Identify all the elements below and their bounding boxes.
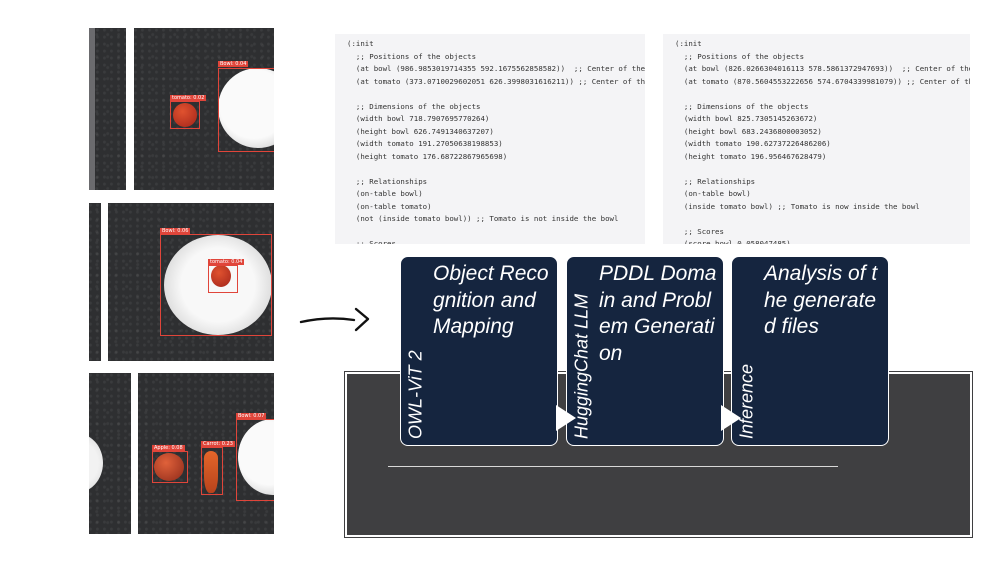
code-line: (width bowl 825.7305145263672)	[675, 114, 818, 123]
stage-inference: Inference Analysis of the generated file…	[731, 256, 889, 446]
bbox-apple	[152, 451, 188, 483]
bbox-label: Carrot: 0.23	[201, 441, 235, 447]
bbox-bowl	[236, 419, 274, 501]
code-line: (score bowl 0.058047485)	[675, 239, 791, 244]
code-line: (height bowl 626.7491340637207)	[347, 126, 494, 136]
code-line: (height tomato 176.68722867965698)	[347, 151, 508, 161]
bbox-bowl	[160, 234, 272, 336]
code-line: (height tomato 196.956467628479)	[675, 151, 827, 161]
bbox-tomato	[208, 265, 238, 293]
stage-arrow-icon	[556, 405, 576, 431]
code-line: (width bowl 718.7907695770264)	[347, 114, 490, 123]
photo-row2-main: Bowl: 0.06 tomato: 0.04	[108, 203, 274, 361]
apple-shape	[154, 453, 184, 481]
bowl-shape	[89, 433, 103, 493]
code-line: ;; Positions of the objects	[675, 51, 805, 61]
code-line	[675, 88, 970, 101]
code-line: (at tomato (870.5604553222656 574.670433…	[683, 76, 970, 86]
carrot-shape	[204, 451, 218, 493]
tomato-shape	[211, 265, 231, 287]
pddl-code-before: (:init ;; Positions of the objects (at b…	[335, 34, 645, 244]
bbox-label: Bowl: 0.04	[218, 61, 249, 67]
code-line	[347, 88, 645, 101]
code-line: (at bowl (826.0266304016113 578.58613729…	[675, 64, 970, 73]
code-line: (width tomato 191.27050638198853)	[347, 139, 503, 148]
curved-arrow-icon	[299, 307, 370, 332]
bbox-label: tomato: 0.02	[170, 95, 207, 101]
photo-row1-main: Bowl: 0.04 tomato: 0.02	[134, 28, 274, 190]
code-line: ;; Scores	[675, 226, 724, 236]
stage-tool: OWL-ViT 2	[405, 350, 426, 439]
code-line: (on-table bowl)	[347, 189, 423, 198]
bbox-label: Bowl: 0.06	[160, 228, 191, 234]
code-line: ;; Scores	[347, 239, 396, 244]
code-line	[347, 226, 645, 239]
code-line: ;; Positions of the objects	[347, 51, 477, 61]
code-line: (at tomato (373.0710029602051 626.399803…	[355, 76, 645, 86]
code-line: ;; Dimensions of the objects	[675, 101, 809, 111]
code-line: (on-table tomato)	[347, 201, 432, 211]
bbox-label: tomato: 0.04	[208, 259, 245, 265]
stage-object-recognition: OWL-ViT 2 Object Recognition and Mapping	[400, 256, 558, 446]
code-line	[347, 163, 645, 176]
bbox-tomato	[170, 101, 200, 129]
bowl-shape	[218, 68, 274, 148]
stage-title: Analysis of the generated files	[764, 262, 878, 338]
code-line: (height bowl 683.2436800003052)	[675, 126, 822, 136]
code-line	[675, 213, 970, 226]
bbox-bowl	[218, 68, 274, 152]
stage-title: Object Recognition and Mapping	[433, 262, 549, 338]
photo-row2-side	[89, 203, 101, 361]
photo-row3-main: Apple: 0.08 Carrot: 0.23 Bowl: 0.07	[138, 373, 274, 534]
code-line	[675, 163, 970, 176]
code-line: ;; Relationships	[347, 176, 428, 186]
code-line: (:init	[675, 39, 702, 48]
stage-pddl-generation: HuggingChat LLM PDDL Domain and Problem …	[566, 256, 724, 446]
code-line: (inside tomato bowl) ;; Tomato is now in…	[675, 201, 920, 211]
pddl-code-after: (:init ;; Positions of the objects (at b…	[663, 34, 970, 244]
bbox-label: Bowl: 0.07	[236, 413, 267, 419]
code-line: (not (inside tomato bowl)) ;; Tomato is …	[347, 214, 619, 223]
code-line: ;; Dimensions of the objects	[347, 101, 481, 111]
photo-row3-side	[89, 373, 131, 534]
code-line: (width tomato 190.62737226486206)	[675, 139, 831, 148]
code-line: ;; Relationships	[675, 176, 756, 186]
bbox-carrot	[201, 447, 223, 495]
stage-arrow-icon	[721, 405, 741, 431]
photo-row1-side	[89, 28, 126, 190]
stage-title: PDDL Domain and Problem Generation	[599, 262, 717, 365]
code-line: (:init	[347, 39, 374, 48]
code-line: (at bowl (986.9853019714355 592.16755628…	[347, 64, 645, 73]
tomato-shape	[173, 103, 197, 127]
code-line: (on-table bowl)	[675, 189, 751, 198]
bbox-label: Apple: 0.08	[152, 445, 185, 451]
platform-line	[388, 466, 838, 467]
